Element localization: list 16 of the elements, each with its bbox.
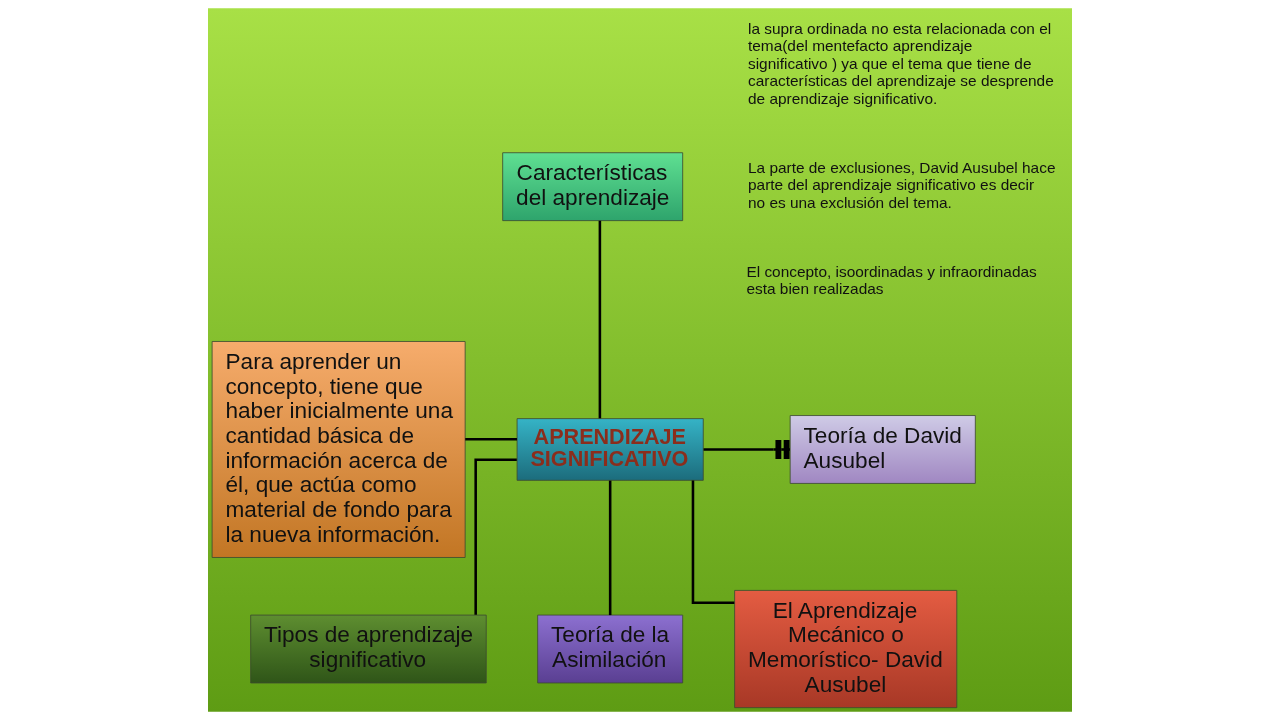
connector	[703, 439, 790, 459]
label: la supra ordinada no esta relacionada con el tema(del mentefacto aprendizaje significativo ) ya que el tema que tiene de características del aprendizaje se desprende de aprendizaje significativo.	[748, 19, 1054, 107]
connector	[691, 480, 735, 605]
label: La parte de exclusiones, David Ausubel hace parte del aprendizaje significativo es decir no es una exclusión del tema.	[748, 158, 1056, 211]
connector	[465, 437, 517, 441]
node-box: Teoría de la Asimilación	[537, 614, 684, 684]
node-box: Para aprender un concepto, tiene que haber inicialmente una cantidad básica de información acerca de él, que actúa como material de fondo para la nueva información.	[211, 341, 466, 558]
connector	[474, 458, 517, 615]
node-box: Tipos de aprendizaje significativo	[250, 614, 487, 684]
connector	[598, 220, 602, 419]
node-box: El Aprendizaje Mecánico o Memorístico- David Ausubel	[734, 590, 958, 709]
node-box: Teoría de David Ausubel	[789, 415, 976, 484]
connector	[608, 480, 612, 616]
label: El concepto, isoordinadas y infraordinadas esta bien realizadas	[746, 262, 1037, 298]
node-box: APRENDIZAJE SIGNIFICATIVO	[516, 418, 704, 481]
node-box: Características del aprendizaje	[502, 152, 684, 222]
